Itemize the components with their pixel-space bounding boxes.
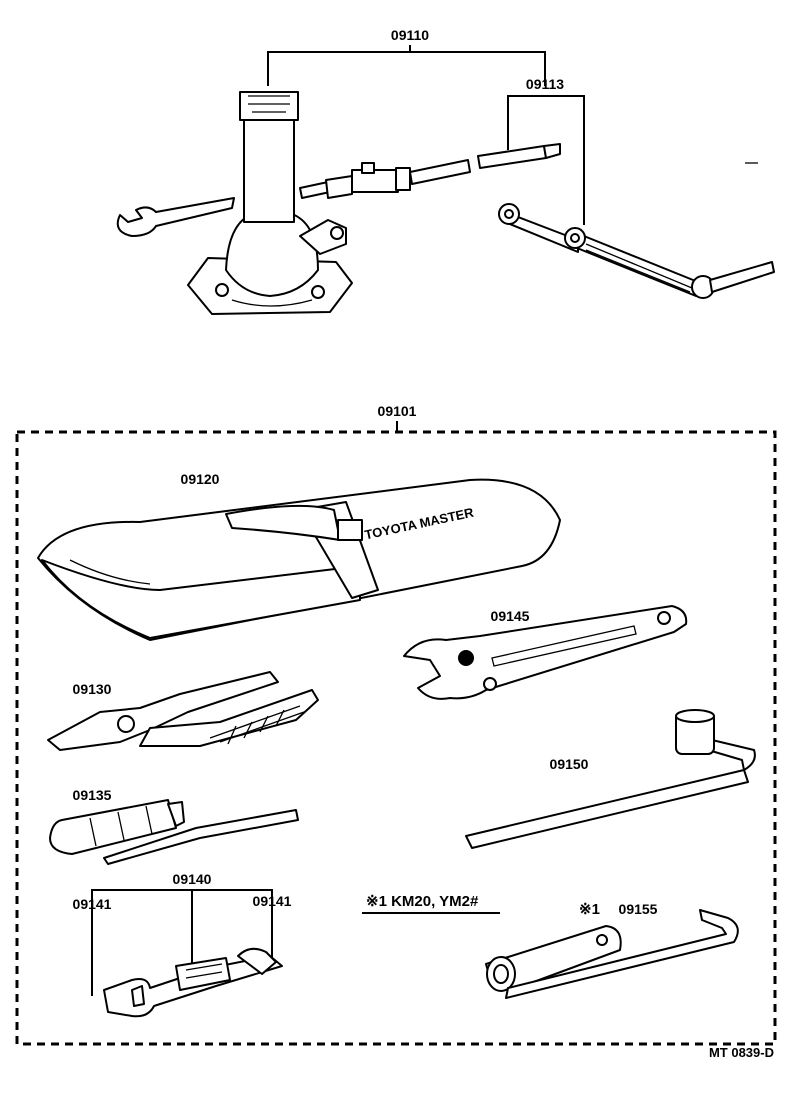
label-09113: 09113 [526,76,564,92]
adjustable-wrench [403,605,688,700]
jack-crank-hook [116,197,235,237]
label-09130: 09130 [73,681,112,697]
tool-bag: TOYOTA MASTER [37,478,561,641]
jack-handle [498,162,775,299]
leader-09110 [267,51,546,86]
plug-wrench-marker: ※1 [579,901,600,918]
label-09155: 09155 [619,901,658,917]
jack-extension-bar [299,143,561,199]
jack [187,91,353,315]
wheel-nut-wrench [465,709,756,849]
label-09110: 09110 [391,27,429,43]
pliers [47,671,319,751]
plug-wrench [485,909,739,999]
spanner-set [103,947,283,1018]
label-09120: 09120 [181,471,220,487]
label-09140: 09140 [173,871,212,887]
applicability-note: ※1 KM20, YM2# [366,893,479,910]
tool-set-boundary [15,430,777,1046]
label-09135: 09135 [73,787,112,803]
label-09101: 09101 [378,403,417,419]
screwdriver [49,799,299,865]
label-09145: 09145 [491,608,530,624]
leader-09113 [507,95,585,225]
label-09150: 09150 [550,756,589,772]
leader-09141 [91,889,273,996]
drawing-code: MT 0839-D [709,1045,774,1060]
